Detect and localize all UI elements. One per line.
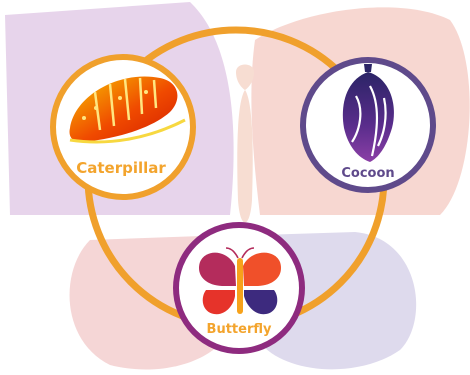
stage-cocoon: Cocoon xyxy=(300,57,436,193)
stage-label-butterfly: Butterfly xyxy=(207,322,272,337)
butterfly-body-silhouette xyxy=(236,64,254,223)
stage-label-cocoon: Cocoon xyxy=(341,166,394,181)
caterpillar-icon xyxy=(69,76,186,144)
stage-label-caterpillar: Caterpillar xyxy=(76,159,166,177)
chrysalis-icon xyxy=(342,64,394,162)
stage-butterfly: Butterfly xyxy=(173,222,305,354)
stage-caterpillar: Caterpillar xyxy=(50,54,196,200)
butterfly-icon xyxy=(198,247,282,315)
